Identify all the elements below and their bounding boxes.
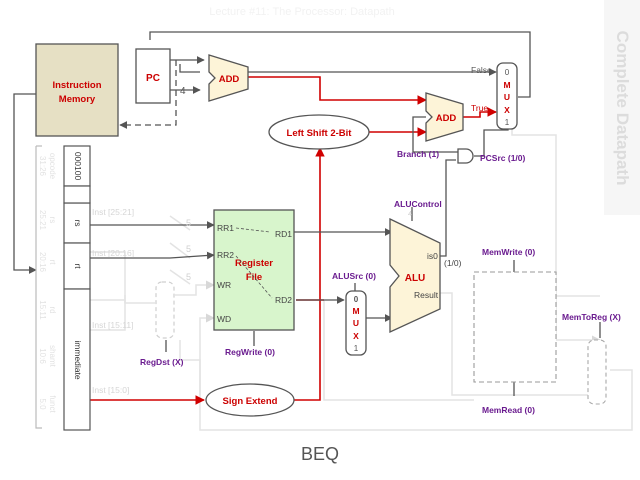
pc-register: PC: [135, 48, 171, 104]
faded-rt: rt: [48, 260, 57, 266]
mux-pc-x: X: [504, 105, 510, 115]
register-file-label-1: Register: [235, 258, 273, 269]
inactive-wires: [90, 94, 633, 431]
mux-alu-x: X: [353, 331, 359, 341]
mux-pc-u: U: [504, 92, 510, 102]
port-is0: is0: [427, 251, 438, 261]
sign-extend-label: Sign Extend: [223, 396, 278, 407]
signal-alusrc: ALUSrc (0): [332, 271, 376, 281]
field-opcode-value: 000100: [73, 152, 83, 181]
lecture-title: Lecture #11: The Processor: Datapath: [0, 0, 604, 24]
register-file: Register File RR1 RR2 WR WD RD1 RD2: [213, 209, 295, 331]
signal-alucontrol: ALUControl: [394, 199, 442, 209]
port-wr: WR: [217, 280, 231, 290]
port-rr1: RR1: [217, 223, 234, 233]
instruction-caption: BEQ: [300, 444, 339, 464]
faded-15-11: 15:11: [38, 300, 47, 320]
bus-width-5-b: 5: [186, 244, 191, 254]
faded-rs: rs: [48, 217, 57, 224]
faded-25-21: 25:21: [38, 210, 47, 231]
instruction-memory-label-2: Memory: [59, 94, 96, 105]
port-rd2: RD2: [275, 295, 292, 305]
field-rs-value: rs: [73, 219, 83, 226]
instruction-memory-label-1: Instruction: [52, 80, 101, 91]
mux-alu-1: 1: [354, 344, 359, 353]
faded-31-26: 31:26: [38, 156, 47, 177]
sign-extend: Sign Extend: [205, 383, 295, 417]
pc-label: PC: [146, 73, 160, 84]
port-rr2: RR2: [217, 250, 234, 260]
signal-pcsrc: PCSrc (1/0): [480, 153, 526, 163]
signal-branch: Branch (1): [397, 149, 439, 159]
faded-shamt: shamt: [48, 345, 57, 368]
label-false: False: [471, 65, 492, 75]
shift-left-label: Left Shift 2-Bit: [287, 128, 353, 139]
bus-width-5-a: 5: [186, 218, 191, 228]
mux-alusrc: 0 M U X 1: [345, 290, 367, 356]
alu: ALU is0 Result 4: [389, 209, 441, 334]
mux-alu-m: M: [352, 306, 359, 316]
constant-four: 4: [180, 86, 186, 97]
register-file-label-2: File: [246, 272, 262, 283]
port-rd1: RD1: [275, 229, 292, 239]
signal-memtoreg: MemToReg (X): [562, 312, 621, 322]
adder-pc-label: ADD: [219, 74, 240, 85]
bus-width-5-c: 5: [186, 272, 191, 282]
data-memory: [473, 271, 557, 383]
mux-pc-m: M: [503, 80, 510, 90]
mux-pc: 0 M U X 1: [496, 62, 518, 130]
bus-label-15-0: Inst [15:0]: [92, 385, 129, 395]
faded-rd: rd: [48, 306, 57, 313]
branch-and-gate: [457, 148, 474, 164]
adder-branch: ADD: [425, 92, 464, 142]
side-title-panel: Complete Datapath: [604, 0, 640, 215]
mux-pc-0: 0: [505, 68, 510, 77]
faded-opcode: opcode: [48, 153, 57, 180]
field-rt-value: rt: [73, 263, 83, 269]
shift-left-2: Left Shift 2-Bit: [268, 114, 370, 150]
bus-label-15-11: Inst [15:11]: [92, 320, 133, 330]
mux-pc-1: 1: [505, 118, 510, 127]
mux-regdst: [155, 281, 175, 339]
faded-20-16: 20:16: [38, 252, 47, 273]
instruction-memory: Instruction Memory: [35, 43, 119, 137]
adder-pc: ADD: [208, 54, 249, 102]
signal-regdst: RegDst (X): [140, 357, 184, 367]
signal-memwrite: MemWrite (0): [482, 247, 535, 257]
mux-alu-u: U: [353, 318, 359, 328]
alu-label: ALU: [405, 273, 426, 284]
is0-value: (1/0): [444, 258, 462, 268]
instruction-word: 000100 rs rt immediate opcode 31:26 rs 2…: [35, 145, 91, 431]
mux-memtoreg: [587, 339, 607, 405]
faded-funct: funct: [48, 395, 57, 413]
field-immediate-value: immediate: [73, 340, 83, 379]
signal-regwrite: RegWrite (0): [225, 347, 275, 357]
label-true: True: [471, 103, 488, 113]
bus-label-20-16: Inst [20:16]: [92, 248, 134, 258]
faded-10-6: 10:6: [38, 348, 47, 364]
alu-control-width: 4: [408, 209, 412, 218]
bus-width-ticks: 5 5 5: [186, 218, 191, 282]
signal-memread: MemRead (0): [482, 405, 535, 415]
port-wd: WD: [217, 314, 231, 324]
adder-branch-label: ADD: [436, 113, 457, 124]
bus-label-25-21: Inst [25:21]: [92, 207, 134, 217]
faded-5-0: 5:0: [38, 398, 47, 410]
mux-alu-0: 0: [354, 295, 359, 304]
port-result: Result: [414, 290, 439, 300]
